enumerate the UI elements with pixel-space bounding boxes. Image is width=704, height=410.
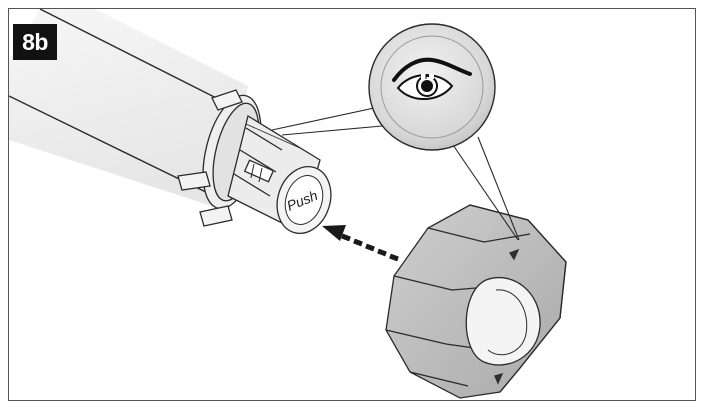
step-badge: 8b: [13, 24, 57, 60]
eye-icon: [392, 57, 472, 101]
crown-adapter: [227, 114, 332, 234]
arrow-icon: [322, 225, 399, 262]
drive-wheel: [385, 204, 567, 399]
